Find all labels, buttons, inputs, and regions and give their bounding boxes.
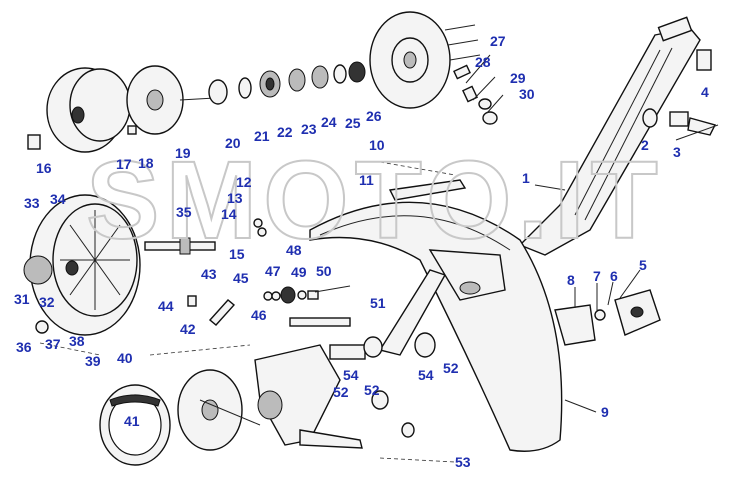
callout-51: 51 [370,295,386,311]
callout-7: 7 [593,268,601,284]
callout-17: 17 [116,156,132,172]
callout-5: 5 [639,257,647,273]
callout-54: 54 [343,367,359,383]
callout-18: 18 [138,155,154,171]
callout-9: 9 [601,404,609,420]
callout-19: 19 [175,145,191,161]
callout-3: 3 [673,144,681,160]
callout-16: 16 [36,160,52,176]
axle [144,237,216,255]
callout-4: 4 [701,84,709,100]
callout-54: 54 [418,367,434,383]
callout-13: 13 [227,190,243,206]
callout-12: 12 [236,174,252,190]
mudguard [309,201,563,452]
fork-leg-link [254,344,363,449]
callout-34: 34 [50,191,66,207]
callout-28: 28 [475,54,491,70]
callout-43: 43 [201,266,217,282]
fork-tube [518,16,701,256]
callout-44: 44 [158,298,174,314]
callout-38: 38 [69,333,85,349]
callout-52: 52 [333,384,349,400]
callout-2: 2 [641,137,649,153]
callout-8: 8 [567,272,575,288]
callout-47: 47 [265,263,281,279]
callout-26: 26 [366,108,382,124]
callout-21: 21 [254,128,270,144]
brake-backing-plate [177,369,243,451]
brake-shoes [99,384,171,466]
callout-27: 27 [490,33,506,49]
callout-46: 46 [251,307,267,323]
callout-25: 25 [345,115,361,131]
wheel-hub [369,11,481,109]
callout-14: 14 [221,206,237,222]
callout-1: 1 [522,170,530,186]
callout-39: 39 [85,353,101,369]
fork-fittings [642,49,717,136]
callout-29: 29 [510,70,526,86]
swing-arm [378,249,506,356]
brake-drum-cover [23,194,141,336]
spindle [289,317,383,360]
callout-31: 31 [14,291,30,307]
callout-36: 36 [16,339,32,355]
damper-unit [554,289,661,346]
callout-52: 52 [364,382,380,398]
callout-52: 52 [443,360,459,376]
leader-lines [39,54,719,463]
callout-37: 37 [45,336,61,352]
small-fittings-right [453,64,498,125]
callout-50: 50 [316,263,332,279]
callout-40: 40 [117,350,133,366]
callout-33: 33 [24,195,40,211]
callout-23: 23 [301,121,317,137]
callout-53: 53 [455,454,471,470]
callout-24: 24 [321,114,337,130]
callout-30: 30 [519,86,535,102]
callout-20: 20 [225,135,241,151]
callout-49: 49 [291,264,307,280]
callout-41: 41 [124,413,140,429]
fender-bracket [388,179,467,201]
hub-assembly-top [27,65,216,153]
callout-22: 22 [277,124,293,140]
small-hardware [187,218,319,326]
callout-6: 6 [610,268,618,284]
callout-32: 32 [39,294,55,310]
callout-15: 15 [229,246,245,262]
callout-35: 35 [176,204,192,220]
callout-11: 11 [359,172,374,188]
bearing-stack [208,61,366,105]
callout-45: 45 [233,270,249,286]
callout-42: 42 [180,321,196,337]
callout-48: 48 [286,242,302,258]
callout-10: 10 [369,137,385,153]
circlips [371,332,436,438]
